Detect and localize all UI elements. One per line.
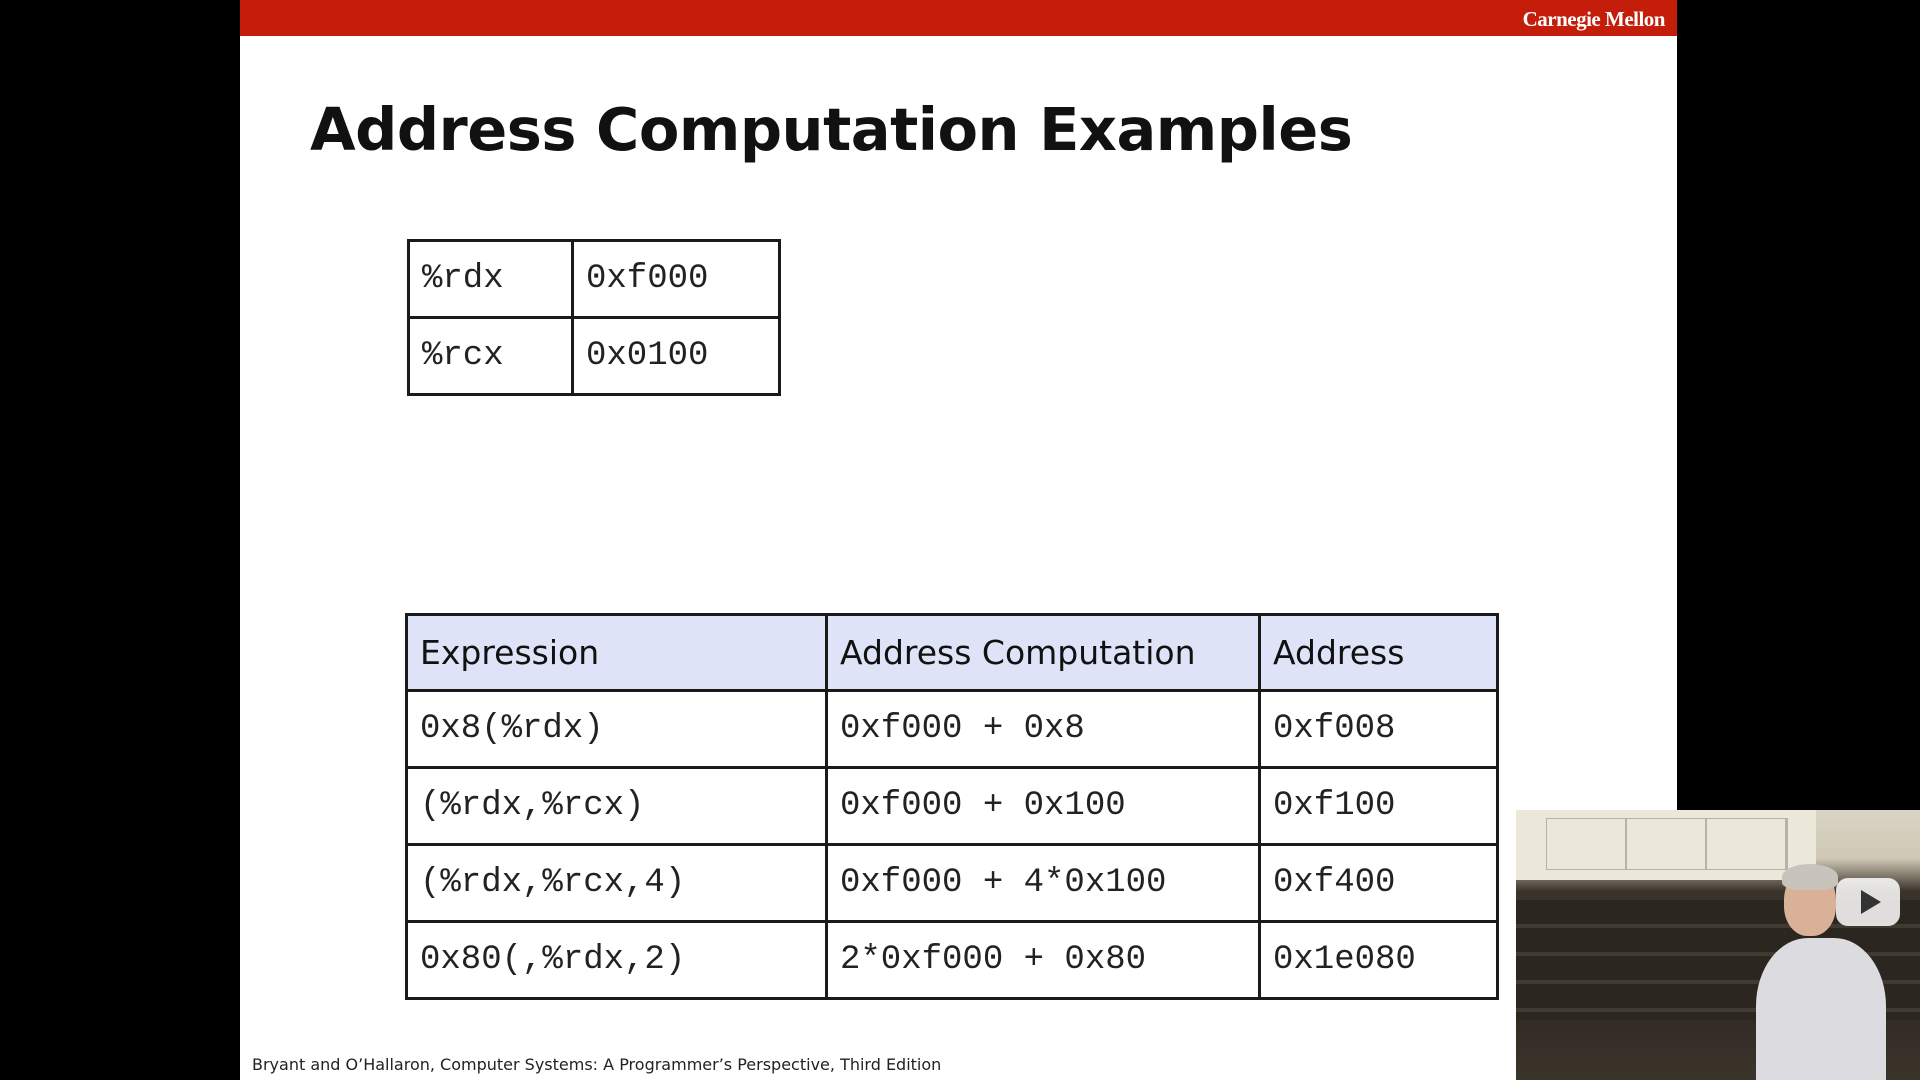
register-row: %rdx 0xf000 (407, 239, 781, 319)
presenter (1756, 850, 1886, 1080)
computation-cell: 2*0xf000 + 0x80 (825, 920, 1261, 1000)
computation-cell: 0xf000 + 4*0x100 (825, 843, 1261, 923)
header-expression: Expression (405, 613, 828, 692)
play-icon (1861, 890, 1881, 914)
play-button[interactable] (1836, 878, 1900, 926)
register-row: %rcx 0x0100 (407, 316, 781, 396)
expression-cell: 0x8(%rdx) (405, 689, 828, 769)
slide-title: Address Computation Examples (310, 95, 1353, 164)
header-address: Address (1258, 613, 1499, 692)
expression-cell: 0x80(,%rdx,2) (405, 920, 828, 1000)
projected-table (1546, 818, 1788, 870)
register-table: %rdx 0xf000 %rcx 0x0100 (407, 239, 781, 396)
slide: Carnegie Mellon Address Computation Exam… (240, 0, 1677, 1080)
presenter-video[interactable] (1516, 810, 1920, 1080)
register-name: %rcx (407, 316, 574, 396)
table-row: (%rdx,%rcx,4) 0xf000 + 4*0x100 0xf400 (405, 843, 1499, 923)
cmu-logo: Carnegie Mellon (1522, 7, 1666, 31)
header-address-computation: Address Computation (825, 613, 1261, 692)
table-header-row: Expression Address Computation Address (405, 613, 1499, 692)
table-row: 0x8(%rdx) 0xf000 + 0x8 0xf008 (405, 689, 1499, 769)
presenter-hair (1782, 864, 1838, 890)
computation-cell: 0xf000 + 0x8 (825, 689, 1261, 769)
footer-citation: Bryant and O’Hallaron, Computer Systems:… (252, 1055, 942, 1074)
computation-cell: 0xf000 + 0x100 (825, 766, 1261, 846)
projector-screen (1516, 810, 1816, 880)
expression-cell: (%rdx,%rcx) (405, 766, 828, 846)
register-value: 0x0100 (571, 316, 781, 396)
address-cell: 0xf008 (1258, 689, 1499, 769)
presenter-body (1756, 938, 1886, 1080)
register-value: 0xf000 (571, 239, 781, 319)
examples-table: Expression Address Computation Address 0… (405, 613, 1499, 1000)
table-row: 0x80(,%rdx,2) 2*0xf000 + 0x80 0x1e080 (405, 920, 1499, 1000)
address-cell: 0x1e080 (1258, 920, 1499, 1000)
header-bar: Carnegie Mellon (240, 0, 1677, 36)
table-row: (%rdx,%rcx) 0xf000 + 0x100 0xf100 (405, 766, 1499, 846)
address-cell: 0xf400 (1258, 843, 1499, 923)
expression-cell: (%rdx,%rcx,4) (405, 843, 828, 923)
register-name: %rdx (407, 239, 574, 319)
address-cell: 0xf100 (1258, 766, 1499, 846)
